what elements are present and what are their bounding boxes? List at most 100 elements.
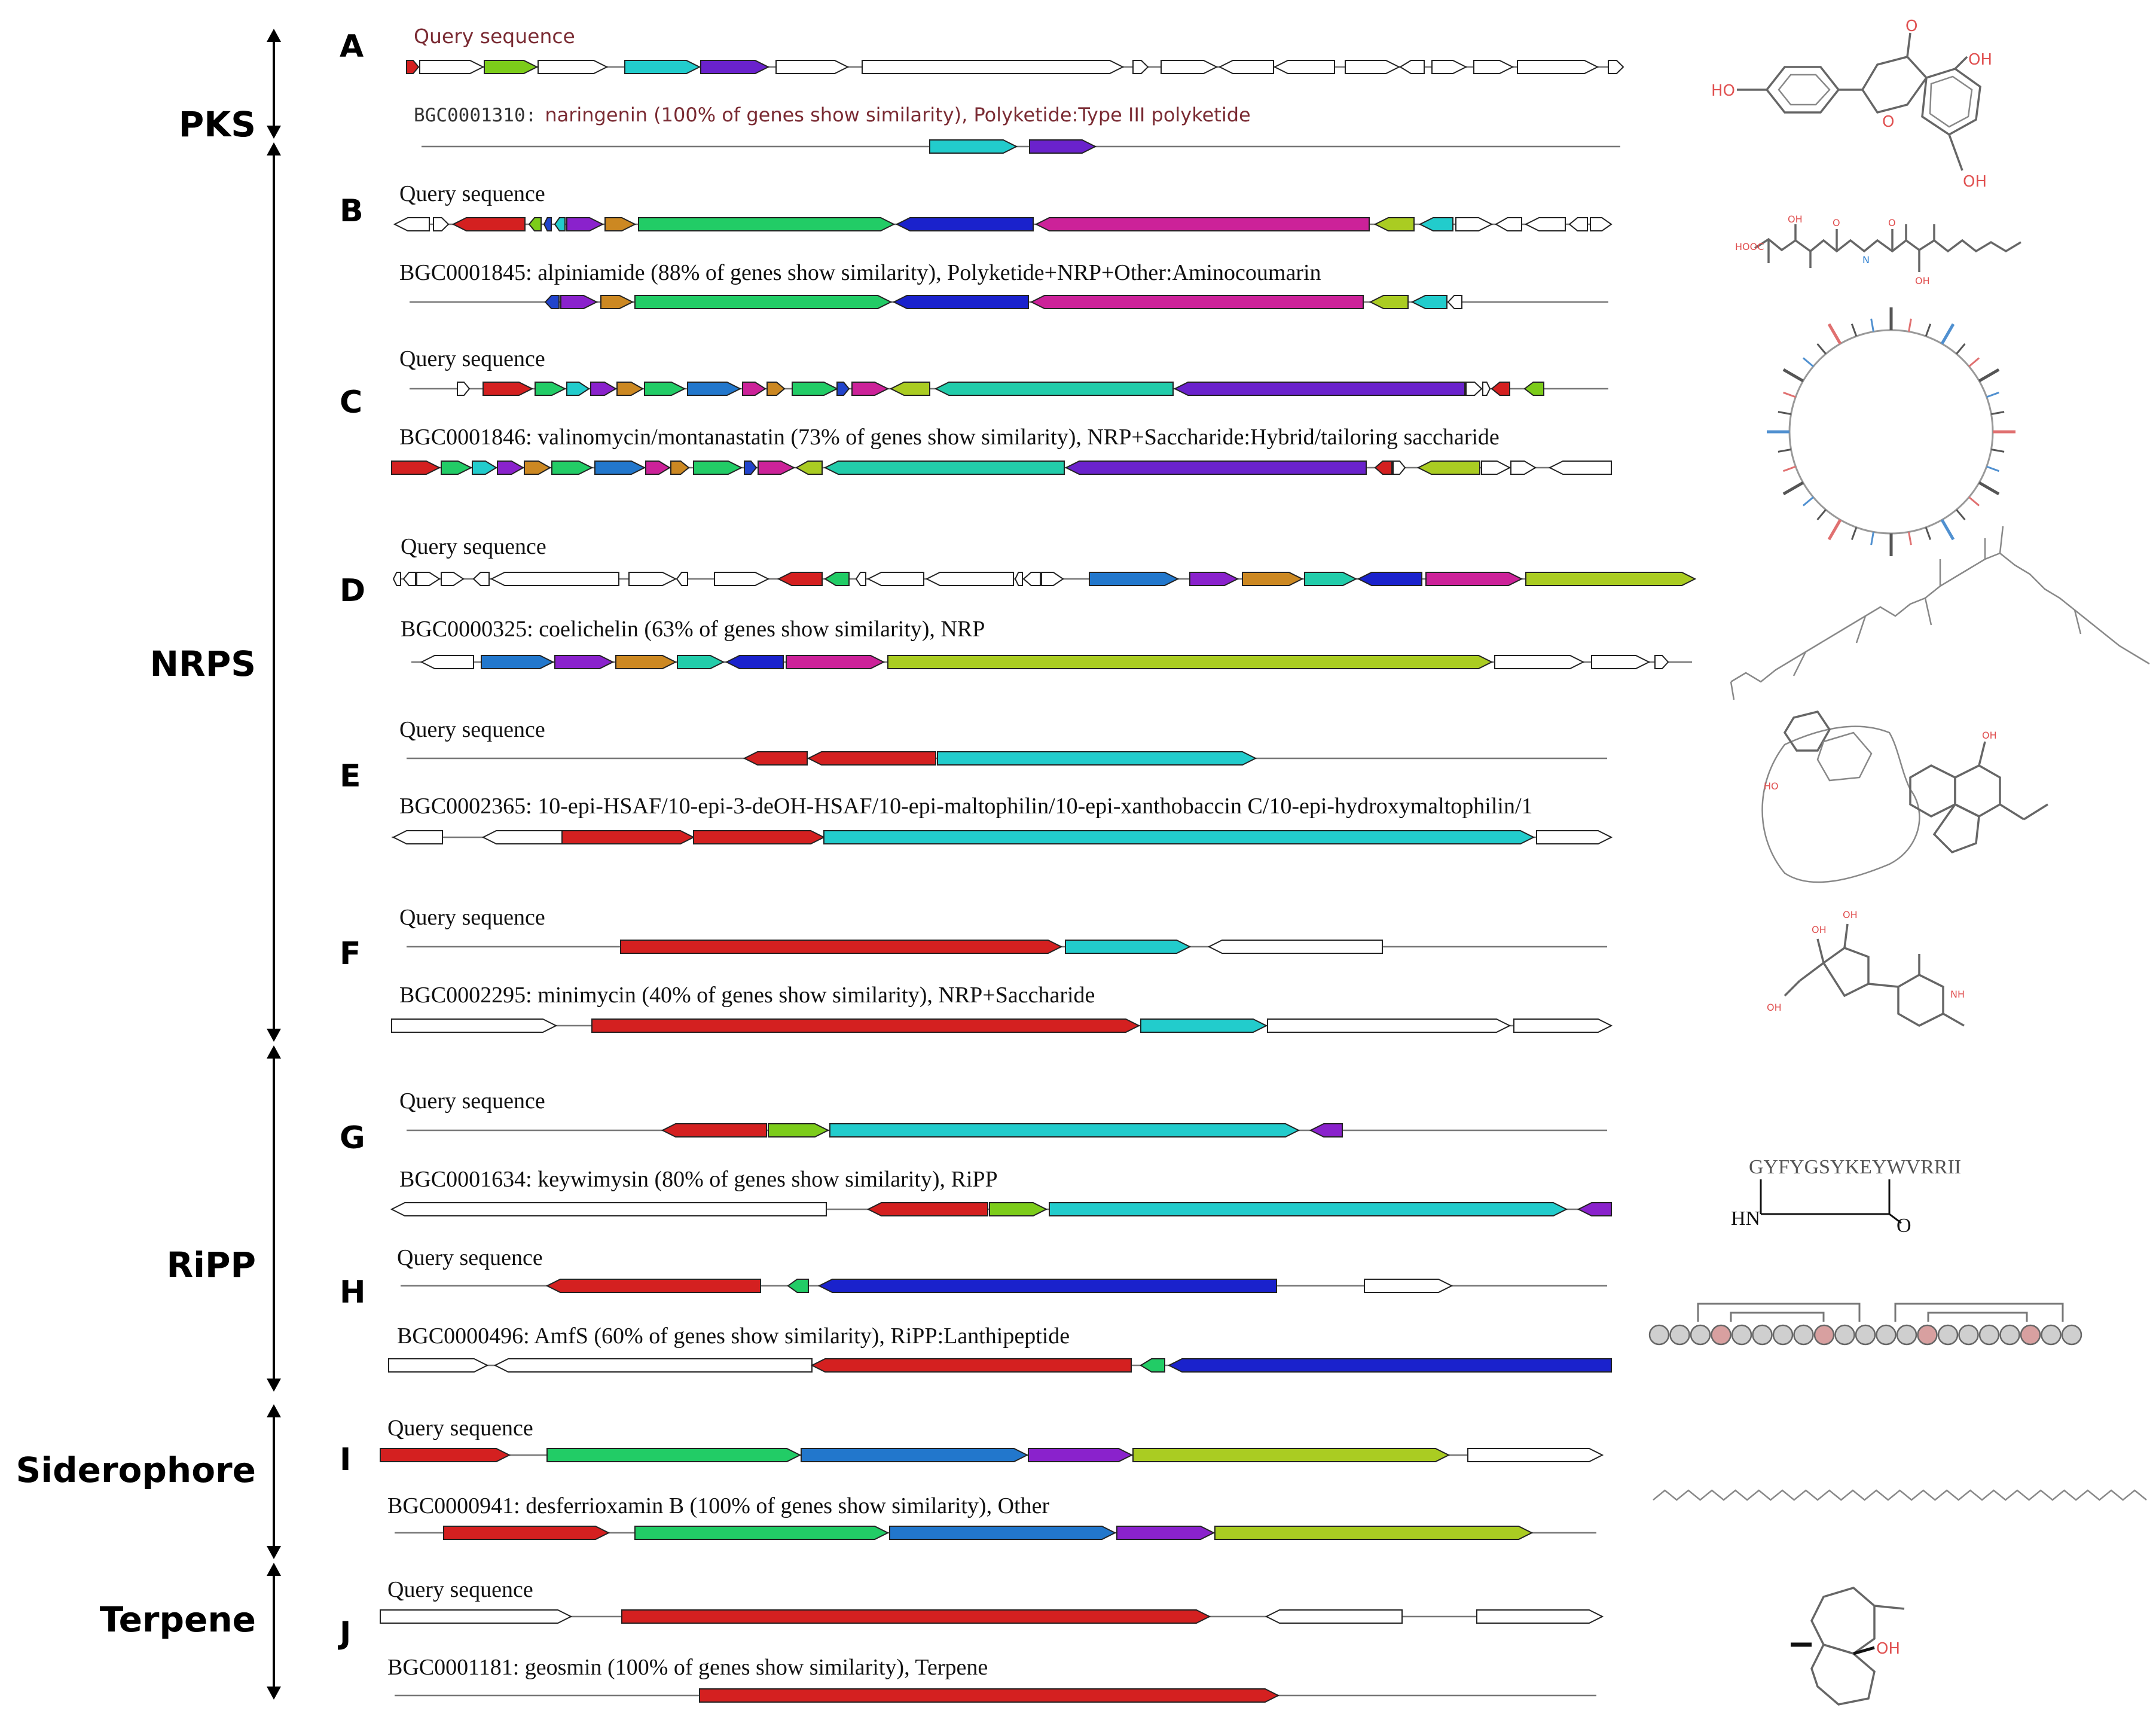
desferrioxamine-chain: [1653, 1489, 2147, 1501]
gene-arrow: [441, 461, 473, 475]
oh-label-f3: OH: [1767, 1002, 1782, 1013]
category-label-terpene: Terpene: [100, 1599, 256, 1640]
gene-arrow: [1455, 217, 1494, 231]
bgc-label-h: BGC0000496: AmfS (60% of genes show simi…: [397, 1323, 1070, 1349]
valinomycin-substituent: [1827, 519, 1842, 541]
gene-arrow: [810, 1358, 1132, 1373]
valinomycin-substituent: [1908, 318, 1912, 332]
gene-arrow: [1525, 572, 1697, 586]
gene-arrow: [472, 461, 497, 475]
gene-arrow: [528, 217, 542, 231]
valinomycin-substituent: [1986, 465, 1999, 472]
gene-arrow: [1513, 1018, 1613, 1033]
gene-arrow: [472, 572, 490, 586]
valinomycin-substituent: [1816, 509, 1827, 521]
gene-arrow: [855, 572, 866, 586]
valinomycin-substituent: [1870, 318, 1874, 332]
gene-arrow: [484, 60, 539, 74]
bgc-id-a: BGC0001310:: [414, 105, 536, 126]
valinomycin-substituent: [1940, 519, 1955, 541]
gene-arrow: [1510, 461, 1537, 475]
gene-arrow: [775, 60, 850, 74]
gene-arrow: [817, 1279, 1277, 1293]
gene-arrow: [392, 830, 443, 844]
query-label-f: Query sequence: [399, 905, 545, 930]
panel-letter-j: J: [338, 1615, 351, 1651]
gene-arrow: [1577, 1202, 1612, 1216]
gene-arrow: [560, 295, 598, 309]
amfs-residue-bead: [1958, 1324, 1979, 1346]
category-label-ripp: RiPP: [166, 1245, 256, 1285]
valinomycin-substituent: [1783, 465, 1796, 472]
gene-arrow: [1494, 655, 1585, 669]
amfs-residue-bead: [1876, 1324, 1897, 1346]
structure-minimycin: OH OH OH NH: [1767, 909, 1965, 1027]
gene-arrow: [615, 655, 677, 669]
gene-arrow: [1207, 940, 1383, 954]
ho-label: HO: [1711, 82, 1735, 100]
gene-arrow: [644, 382, 686, 396]
bgc-label-g: BGC0001634: keywimysin (80% of genes sho…: [399, 1167, 998, 1192]
gene-arrow: [937, 751, 1257, 766]
gene-arrow: [700, 60, 770, 74]
gene-arrow: [590, 382, 617, 396]
gene-arrow: [544, 295, 560, 309]
bgc-label-d: BGC0000325: coelichelin (63% of genes sh…: [401, 617, 985, 642]
amfs-residue-bead: [1937, 1324, 1959, 1346]
valinomycin-substituent: [1940, 323, 1955, 345]
bgc-label-f: BGC0002295: minimycin (40% of genes show…: [399, 983, 1095, 1008]
nh-label-f: NH: [1950, 989, 1965, 1000]
track-h-bgc: [388, 1358, 1612, 1373]
gene-arrow: [1014, 572, 1023, 586]
query-label-i: Query sequence: [387, 1416, 533, 1441]
gene-arrow: [493, 1358, 813, 1373]
gene-arrow: [1476, 1609, 1604, 1624]
panel-letter-b: B: [340, 193, 364, 229]
bracket-siderophore: [267, 1404, 281, 1559]
gene-arrow: [792, 382, 839, 396]
valinomycin-substituent: [1925, 324, 1932, 337]
panel-letter-e: E: [340, 758, 361, 794]
oh-label-2: OH: [1915, 275, 1930, 286]
gene-arrow: [1140, 1018, 1268, 1033]
valinomycin-substituent: [1816, 343, 1827, 355]
track-d-bgc: [411, 655, 1692, 669]
query-label-h: Query sequence: [397, 1245, 543, 1270]
gene-arrow: [1364, 1279, 1453, 1293]
gene-arrow: [628, 572, 677, 586]
category-brackets: PKS NRPS RiPP Siderophore Terpene: [16, 29, 281, 1700]
gene-arrow: [1373, 217, 1415, 231]
valinomycin-substituent: [1778, 411, 1791, 415]
valinomycin-substituent: [1968, 357, 1980, 367]
gene-arrow: [600, 295, 634, 309]
amfs-residue-bead: [1752, 1324, 1773, 1346]
track-h-query: [401, 1279, 1607, 1293]
bgc-label-b: BGC0001845: alpiniamide (88% of genes sh…: [399, 260, 1321, 285]
gene-arrow: [1524, 217, 1566, 231]
o-label-2: O: [1888, 217, 1896, 228]
oh-label-f1: OH: [1812, 924, 1827, 935]
gene-arrow: [823, 830, 1535, 844]
gene-arrow: [390, 1202, 827, 1216]
ring-o-label: O: [1882, 113, 1894, 131]
gene-arrow: [1431, 60, 1468, 74]
gene-arrow: [677, 655, 725, 669]
amfs-residue-bead: [1669, 1324, 1690, 1346]
gene-tracks: [380, 60, 1697, 1703]
gene-arrow: [393, 217, 430, 231]
gene-arrow: [829, 1123, 1300, 1138]
category-label-nrps: NRPS: [150, 644, 256, 684]
gene-arrow: [1608, 60, 1624, 74]
valinomycin-substituent: [1908, 532, 1912, 545]
gene-arrow: [925, 572, 1014, 586]
track-b-query: [393, 217, 1613, 231]
valinomycin-substituent: [1956, 343, 1966, 355]
gene-arrow: [676, 572, 688, 586]
oh-label-1: OH: [1788, 214, 1803, 225]
carbonyl-o-label: O: [1897, 1215, 1911, 1237]
hn-label: HN: [1731, 1207, 1760, 1230]
track-g-query: [407, 1123, 1607, 1138]
hooc-label: HOOC: [1735, 241, 1764, 252]
track-f-bgc: [391, 1018, 1613, 1033]
gene-arrow: [1029, 139, 1097, 154]
